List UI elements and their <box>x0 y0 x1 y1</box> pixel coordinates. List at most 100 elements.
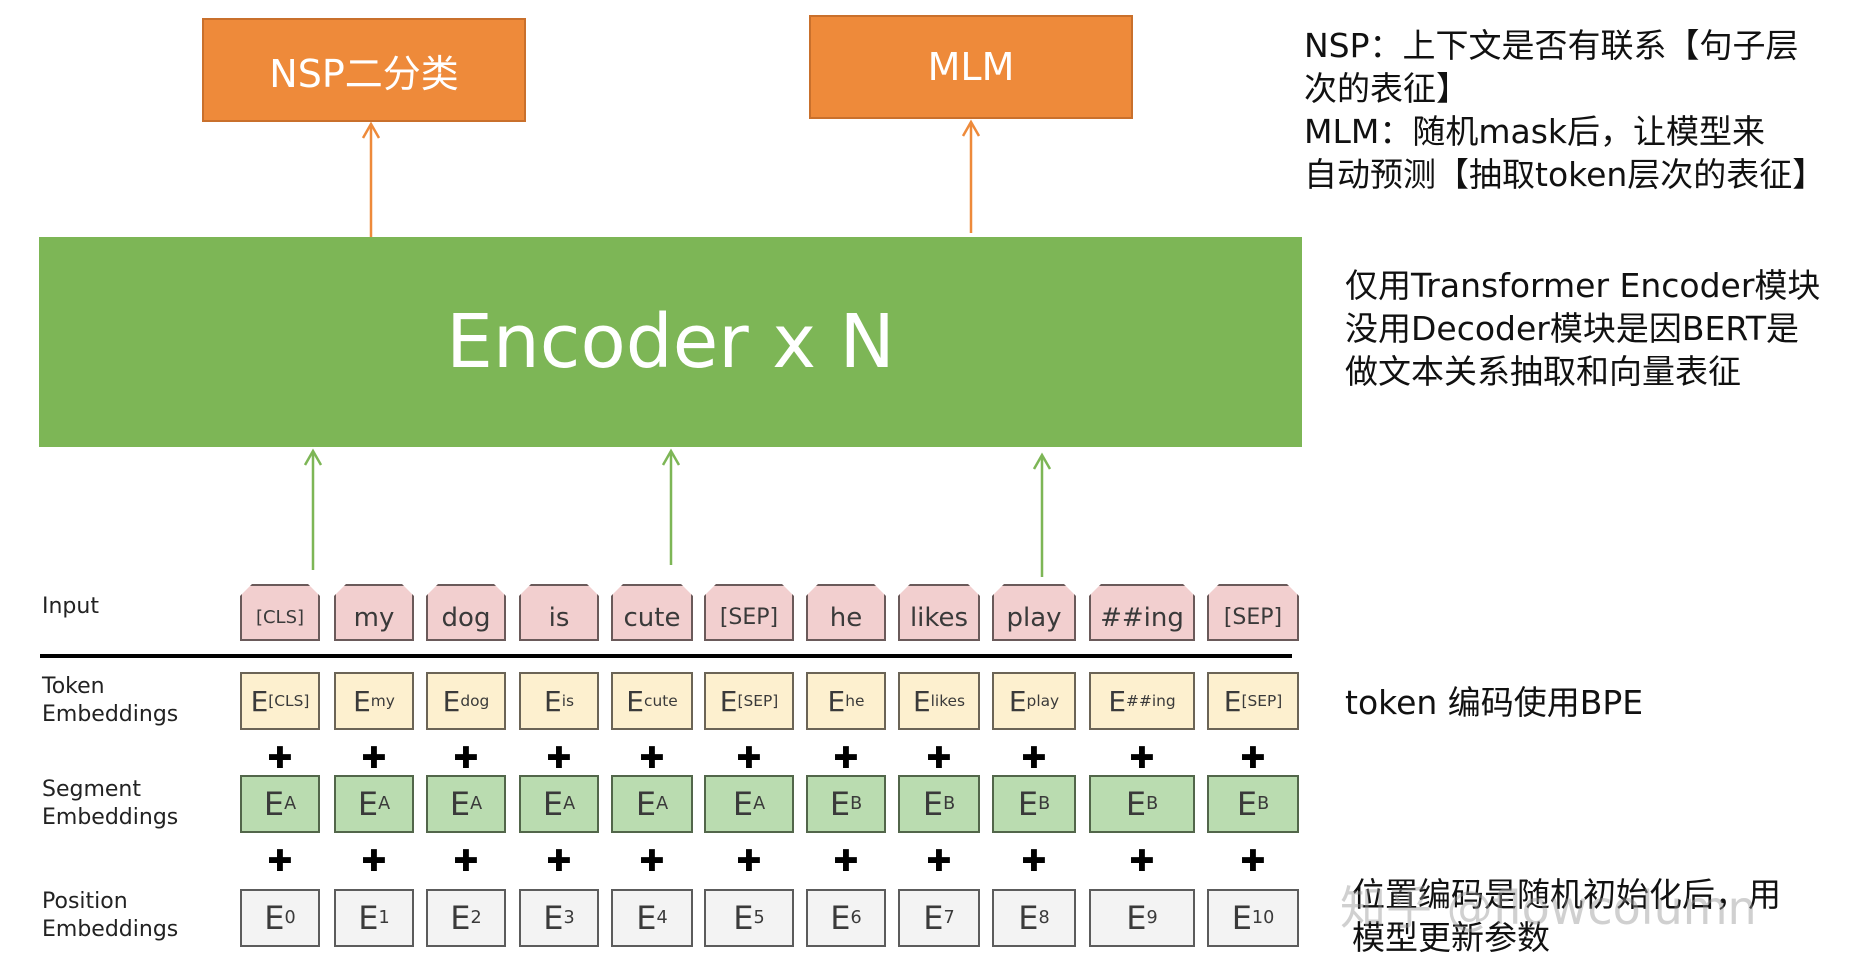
embedding-letter: E <box>635 785 657 823</box>
input-token-label: likes <box>909 602 969 633</box>
input-token-label: my <box>353 602 395 633</box>
plus-icon: ✚ <box>736 844 762 879</box>
row-label-token-line: Token <box>42 674 105 699</box>
cls-arrowhead <box>303 448 323 466</box>
embedding-letter: E <box>449 785 471 823</box>
embedding-letter: E <box>827 684 846 718</box>
encoder-note-line: 做文本关系抽取和向量表征 <box>1345 352 1741 391</box>
plus-icon: ✚ <box>453 844 479 879</box>
plus-icon: ✚ <box>833 741 859 776</box>
embedding-letter: E <box>922 785 944 823</box>
embedding-subscript: 1 <box>378 908 390 928</box>
embedding-letter: E <box>732 785 754 823</box>
plus-icon: ✚ <box>546 844 572 879</box>
plus-icon: ✚ <box>1240 844 1266 879</box>
embedding-letter: E <box>1018 899 1039 937</box>
plus-icon: ✚ <box>736 741 762 776</box>
token-embedding: E[SEP] <box>704 672 794 730</box>
embedding-letter: E <box>542 785 564 823</box>
embedding-subscript: A <box>563 794 576 814</box>
embedding-letter: E <box>1108 684 1127 718</box>
embedding-letter: E <box>829 785 851 823</box>
nsp-arrowhead <box>361 121 381 139</box>
input-token: he <box>806 584 886 641</box>
nsp-head-box: NSP二分类 <box>202 18 526 122</box>
heads-note-line: 次的表征】 <box>1304 69 1469 108</box>
plus-icon: ✚ <box>361 741 387 776</box>
token-embedding: E##ing <box>1089 672 1195 730</box>
input-token: [SEP] <box>704 584 794 641</box>
input-token-label: dog <box>441 602 491 633</box>
nsp-head-label: NSP二分类 <box>269 51 459 96</box>
input-token: play <box>992 584 1076 641</box>
embedding-letter: E <box>830 899 851 937</box>
plus-icon: ✚ <box>1021 844 1047 879</box>
embedding-subscript: 10 <box>1251 908 1275 928</box>
plus-icon: ✚ <box>1240 741 1266 776</box>
embedding-subscript: A <box>656 794 669 814</box>
embedding-letter: E <box>923 899 944 937</box>
embedding-letter: E <box>912 684 931 718</box>
embedding-letter: E <box>442 684 461 718</box>
watermark: 知乎 @flowcolumn <box>1340 881 1757 935</box>
embedding-subscript: B <box>1146 794 1159 814</box>
embedding-subscript: is <box>561 692 574 710</box>
embedding-subscript: 0 <box>284 908 296 928</box>
embedding-subscript: 7 <box>943 908 955 928</box>
embedding-subscript: 3 <box>563 908 575 928</box>
encoder-note: 仅用Transformer Encoder模块 没用Decoder模块是因BER… <box>1345 264 1820 393</box>
heads-note-line: MLM：随机mask后，让模型来 <box>1304 112 1766 151</box>
plus-icon: ✚ <box>1129 741 1155 776</box>
embedding-subscript: A <box>753 794 766 814</box>
embedding-letter: E <box>1223 684 1242 718</box>
embedding-subscript: he <box>845 692 865 710</box>
embedding-subscript: B <box>1257 794 1270 814</box>
embedding-letter: E <box>1017 785 1039 823</box>
row-label-segment: Segment Embeddings <box>42 776 178 832</box>
input-token: ##ing <box>1089 584 1195 641</box>
embedding-letter: E <box>264 899 285 937</box>
embedding-letter: E <box>353 684 371 718</box>
encoder-note-line: 没用Decoder模块是因BERT是 <box>1345 309 1800 348</box>
embedding-subscript: [SEP] <box>737 692 779 710</box>
embedding-subscript: likes <box>930 692 966 710</box>
embedding-letter: E <box>626 684 644 718</box>
embedding-subscript: B <box>943 794 956 814</box>
mlm-head-box: MLM <box>809 15 1133 119</box>
input-token: [CLS] <box>240 584 320 641</box>
embedding-letter: E <box>544 684 562 718</box>
plus-icon: ✚ <box>1129 844 1155 879</box>
row-label-position-line: Embeddings <box>42 917 179 942</box>
embedding-subscript: 5 <box>753 908 765 928</box>
position-note: 位置编码是随机初始化后，用 模型更新参数 <box>1352 873 1781 959</box>
plus-icon: ✚ <box>361 844 387 879</box>
plus-icon: ✚ <box>267 844 293 879</box>
embedding-subscript: cute <box>643 692 678 710</box>
input-token-label: cute <box>623 602 681 633</box>
encoder-block: Encoder x N <box>39 237 1302 447</box>
embedding-letter: E <box>250 684 269 718</box>
mlm-head-label: MLM <box>927 45 1015 89</box>
row-label-segment-line: Embeddings <box>42 805 179 830</box>
embedding-subscript: [SEP] <box>1241 692 1283 710</box>
token-embedding: E[SEP] <box>1207 672 1299 730</box>
embedding-subscript: ##ing <box>1126 692 1176 710</box>
embedding-letter: E <box>1008 684 1027 718</box>
